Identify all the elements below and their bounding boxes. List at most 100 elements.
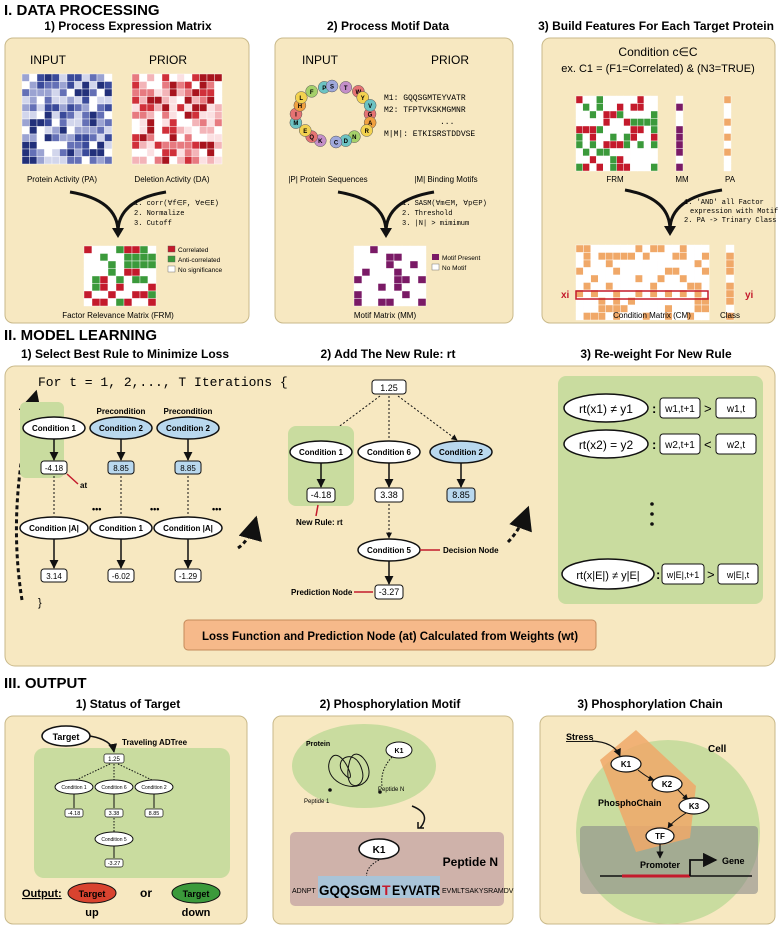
svg-text:Target: Target [183, 889, 210, 899]
svg-text:3.14: 3.14 [46, 572, 62, 581]
p3-mm-column [675, 95, 684, 172]
svg-text:Condition 2: Condition 2 [141, 785, 167, 791]
chain-k2 [651, 775, 683, 793]
legend-correlated-swatch [167, 245, 176, 253]
svg-text:Condition 1: Condition 1 [32, 424, 77, 433]
svg-text:C: C [334, 141, 339, 147]
protein-ellipse [292, 724, 436, 808]
svg-text:Condition 5: Condition 5 [367, 546, 412, 555]
svg-text:-6.02: -6.02 [112, 572, 131, 581]
section2-title: II. MODEL LEARNING [4, 327, 157, 344]
sub2-2: 2) Add The New Rule: rt [321, 347, 456, 361]
svg-text:3.38: 3.38 [380, 490, 398, 500]
svg-text:3.38: 3.38 [109, 811, 120, 817]
svg-text:Condition 5: Condition 5 [101, 837, 127, 843]
svg-text:Target: Target [53, 732, 80, 742]
svg-text:TF: TF [655, 832, 665, 841]
condition-example: ex. C1 = (F1=Correlated) & (N3=TRUE) [561, 63, 754, 75]
condition-set: Condition c∈C [618, 45, 697, 59]
svg-text:Condition 1: Condition 1 [61, 785, 87, 791]
svg-text:8.85: 8.85 [149, 811, 160, 817]
class-caption: Class [720, 311, 740, 320]
svg-text:K3: K3 [689, 802, 700, 811]
t4-val-1 [306, 487, 336, 503]
cm-caption: Condition Matrix (CM) [613, 311, 691, 320]
precondition-2: Precondition [164, 407, 213, 416]
sub2-1: 1) Select Best Rule to Minimize Loss [21, 347, 229, 361]
pa-heatmap [21, 73, 113, 165]
svg-text:T: T [344, 86, 348, 92]
motif-line-3: ... [440, 118, 454, 127]
prediction-node-label: Prediction Node [291, 588, 353, 597]
t3-value [174, 460, 202, 475]
yi-label: yi [745, 290, 754, 301]
legend-anti-correlated: Anti-correlated [178, 257, 221, 264]
svg-text:H: H [298, 104, 302, 110]
svg-text:V: V [368, 104, 372, 110]
loss-text: Loss Function and Prediction Node (at) C… [202, 631, 578, 643]
svg-text:M: M [293, 121, 298, 127]
protein-fold [328, 753, 370, 787]
p3-step1b: expression with Motif [690, 208, 778, 216]
p2-step1: 1. SASM(∀m∈M, ∀p∈P) [402, 199, 487, 208]
svg-text:w|E|,t+1: w|E|,t+1 [666, 570, 699, 580]
reweight-row-1: rt(x1) ≠ y1 : w1,t+1 > w1,t [563, 393, 757, 423]
panel3-title: 3) Build Features For Each Target Protei… [538, 19, 774, 33]
t1-value-1 [40, 460, 68, 475]
svg-text:F: F [310, 90, 314, 96]
legend-none-swatch [167, 265, 176, 273]
motif-line-4: M|M|: ETKISRSTDDVSE [384, 130, 475, 139]
da-caption: Deletion Activity (DA) [134, 175, 209, 184]
class-column [725, 244, 735, 321]
chain-k1 [610, 755, 642, 773]
merge-arrow-2 [337, 190, 435, 233]
panel1-prior-label: PRIOR [149, 53, 187, 67]
svg-text:-4.18: -4.18 [311, 490, 332, 500]
up-label: up [85, 907, 99, 919]
sub3-3: 3) Phosphorylation Chain [577, 697, 722, 711]
t3-leaf [174, 568, 202, 583]
motif-caption: |M| Binding Motifs [414, 175, 477, 184]
output-label: Output: [22, 888, 62, 900]
target-up-badge [67, 882, 117, 904]
loop-end: } [38, 597, 42, 609]
legend-correlated: Correlated [178, 247, 209, 254]
seq-motif-b: EYVATR [392, 882, 440, 898]
p1-step3: 3. Cutoff [134, 220, 172, 228]
peptide-1-label: Peptide 1 [304, 799, 330, 805]
svg-text:-3.27: -3.27 [379, 587, 400, 597]
t4-val-3 [446, 487, 476, 503]
svg-text:8.85: 8.85 [113, 464, 129, 473]
svg-text:N: N [352, 135, 356, 141]
legend-anti-swatch [167, 255, 176, 263]
p1-step2: 2. Normalize [134, 210, 184, 218]
dots-1: ••• [92, 504, 101, 514]
p2-step3: 3. |N| > mimimum [402, 220, 469, 228]
dots-3: ••• [212, 504, 221, 514]
panel1-input-label: INPUT [30, 53, 67, 67]
seq-motif-a: GQQSGM [319, 882, 381, 898]
svg-text:P: P [322, 86, 326, 92]
svg-text:Y: Y [361, 96, 365, 102]
svg-text:w1,t: w1,t [726, 404, 746, 415]
down-label: down [182, 907, 211, 919]
svg-text:K: K [318, 139, 323, 145]
svg-text:>: > [707, 567, 715, 582]
frm-caption: Factor Relevance Matrix (FRM) [62, 311, 174, 320]
legend-no-motif: No Motif [442, 265, 466, 272]
svg-text:E: E [303, 129, 307, 135]
peptide-n-title: Peptide N [443, 855, 498, 869]
t4-val-2 [374, 487, 404, 503]
p3-frm-heatmap [575, 95, 658, 172]
legend-no-significance: No significance [178, 267, 222, 274]
p2-step2: 2. Threshold [402, 210, 452, 218]
svg-text:R: R [365, 129, 370, 135]
section1-title: I. DATA PROCESSING [4, 2, 160, 19]
panel2-box [274, 37, 514, 324]
sub3-2: 2) Phosphorylation Motif [320, 697, 462, 711]
svg-text:<: < [704, 437, 712, 452]
dots-2: ••• [150, 504, 159, 514]
sub3-1: 1) Status of Target [76, 697, 180, 711]
loop-start: For t = 1, 2,..., T Iterations { [38, 375, 288, 390]
